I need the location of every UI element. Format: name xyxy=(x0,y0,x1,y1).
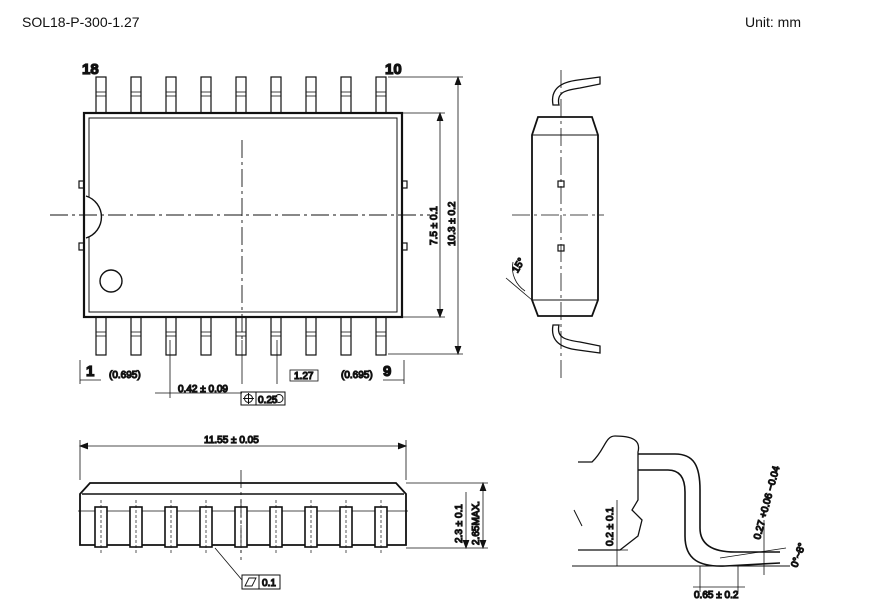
bottom-lead xyxy=(305,316,317,356)
front-pin-row xyxy=(94,500,388,553)
side-view: 15° xyxy=(505,70,604,380)
foot-length-dimension: 0.65 ± 0.2 xyxy=(694,590,739,601)
bottom-lead xyxy=(165,316,177,356)
detail-lead-bottom-edge xyxy=(638,469,781,567)
front-lead xyxy=(339,500,353,553)
front-lead xyxy=(94,500,108,553)
pin-number-1: 1 xyxy=(86,363,94,380)
top-lead xyxy=(270,76,282,114)
top-pin-row xyxy=(95,76,387,114)
position-tolerance-frame xyxy=(240,391,286,406)
detail-break-mark xyxy=(573,509,583,527)
top-lead xyxy=(95,76,107,114)
pitch-dimension-lines xyxy=(79,340,405,398)
side-tab xyxy=(401,180,408,189)
side-tab xyxy=(78,180,85,189)
max-height-dimension: 2.65MAX. xyxy=(471,501,482,545)
standoff-dimension: 0.2 ± 0.1 xyxy=(605,507,616,546)
side-tab xyxy=(78,242,85,251)
package-name: SOL18-P-300-1.27 xyxy=(22,14,140,30)
side-tab xyxy=(401,242,408,251)
top-lead xyxy=(130,76,142,114)
bottom-lead xyxy=(235,316,247,356)
flatness-leader xyxy=(214,547,243,581)
body-length-dimension: 11.55 ± 0.05 xyxy=(204,435,259,446)
bottom-lead xyxy=(95,316,107,356)
flatness-symbol xyxy=(244,577,257,587)
top-lead xyxy=(375,76,387,114)
angle-reference-line xyxy=(719,547,787,559)
angle-arc xyxy=(512,261,526,292)
top-lead xyxy=(305,76,317,114)
angle-leader xyxy=(505,277,533,301)
side-upper-lead xyxy=(551,76,601,106)
front-lead xyxy=(374,500,388,553)
front-lead xyxy=(199,500,213,553)
unit-label: Unit: mm xyxy=(745,14,801,30)
width-dimension-lines xyxy=(388,75,463,356)
lead-detail-view: 0.2 ± 0.1 0.27 +0.06 −0.04 0.65 ± 0.2 0°… xyxy=(572,435,809,602)
top-lead xyxy=(340,76,352,114)
detail-dimension-lines xyxy=(609,500,770,592)
bottom-lead xyxy=(130,316,142,356)
pitch-dimension: 1.27 xyxy=(294,371,314,382)
position-tolerance-value: 0.25 xyxy=(258,395,278,406)
total-width-dimension: 10.3 ± 0.2 xyxy=(447,201,458,246)
end-gap-right: (0.695) xyxy=(341,370,373,381)
flatness-value: 0.1 xyxy=(262,578,276,589)
length-dimension-lines xyxy=(78,440,408,480)
height-dimension-lines xyxy=(406,481,488,550)
side-view-body xyxy=(531,116,599,317)
body-height-dimension: 2.3 ± 0.1 xyxy=(454,504,465,543)
top-lead xyxy=(235,76,247,114)
detail-lead-top-edge xyxy=(638,453,780,553)
end-gap-left: (0.695) xyxy=(109,370,141,381)
bottom-lead xyxy=(375,316,387,356)
top-view: 18 10 1 9 7.5 ± 0.1 10.3 ± 0.2 xyxy=(50,60,463,407)
bottom-lead xyxy=(340,316,352,356)
lead-width-dimension: 0.42 ± 0.09 xyxy=(178,384,228,395)
pin-number-10: 10 xyxy=(385,61,402,78)
flatness-frame xyxy=(241,574,281,590)
side-lower-lead xyxy=(551,324,601,354)
foot-angle-dimension: 0°~8° xyxy=(789,542,808,569)
pin-number-18: 18 xyxy=(82,61,99,78)
front-view: 11.55 ± 0.05 2.3 ± 0.1 2.65MAX. xyxy=(78,434,488,590)
top-lead xyxy=(200,76,212,114)
pin1-notch xyxy=(85,195,103,239)
lead-thickness-dimension: 0.27 +0.06 −0.04 xyxy=(752,464,782,540)
front-lead xyxy=(269,500,283,553)
top-lead xyxy=(165,76,177,114)
bottom-lead xyxy=(200,316,212,356)
front-lead xyxy=(129,500,143,553)
bottom-pin-row xyxy=(95,316,387,356)
front-lead xyxy=(304,500,318,553)
front-lead xyxy=(164,500,178,553)
pin1-marker xyxy=(99,269,123,293)
body-width-dimension: 7.5 ± 0.1 xyxy=(429,206,440,245)
bottom-lead xyxy=(270,316,282,356)
detail-body-outline xyxy=(578,435,643,551)
pin-number-9: 9 xyxy=(383,363,391,380)
